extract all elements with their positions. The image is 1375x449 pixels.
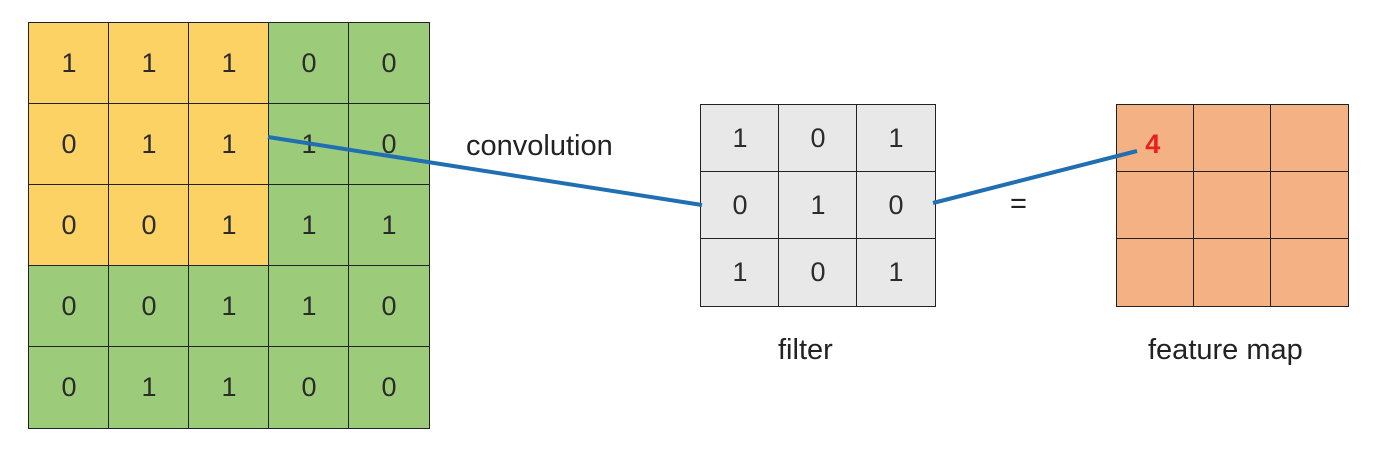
input-matrix-cell: 0 bbox=[348, 22, 430, 105]
input-matrix-cell: 0 bbox=[108, 184, 190, 267]
input-matrix-cell: 1 bbox=[188, 22, 270, 105]
feature-map-cell bbox=[1116, 171, 1195, 240]
feature-map-cell bbox=[1270, 171, 1349, 240]
input-matrix-cell: 0 bbox=[348, 346, 430, 429]
filter-matrix-cell: 1 bbox=[700, 238, 780, 307]
input-matrix-cell: 1 bbox=[188, 346, 270, 429]
convolution-label: convolution bbox=[466, 130, 613, 162]
input-matrix-cell: 0 bbox=[28, 346, 110, 429]
filter-matrix-cell: 0 bbox=[778, 238, 858, 307]
feature-map-cell bbox=[1193, 238, 1272, 307]
input-to-filter-line bbox=[267, 135, 703, 207]
input-matrix-cell: 1 bbox=[188, 265, 270, 348]
feature-map-cell bbox=[1270, 104, 1349, 173]
input-matrix-cell: 1 bbox=[268, 265, 350, 348]
filter-matrix-cell: 0 bbox=[778, 104, 858, 173]
filter-to-feature-line bbox=[932, 149, 1138, 205]
input-matrix-cell: 1 bbox=[348, 184, 430, 267]
input-matrix-cell: 0 bbox=[268, 346, 350, 429]
feature-map-cell bbox=[1193, 171, 1272, 240]
input-matrix: 1110001110001110011001100 bbox=[28, 22, 430, 429]
filter-label: filter bbox=[778, 334, 833, 366]
feature-map-label: feature map bbox=[1148, 334, 1303, 366]
feature-map-cell bbox=[1270, 238, 1349, 307]
feature-map-matrix: 4 bbox=[1116, 104, 1349, 307]
input-matrix-cell: 1 bbox=[268, 184, 350, 267]
input-matrix-cell: 0 bbox=[108, 265, 190, 348]
filter-matrix-cell: 1 bbox=[856, 238, 936, 307]
filter-matrix-cell: 1 bbox=[700, 104, 780, 173]
input-matrix-cell: 0 bbox=[348, 103, 430, 186]
equals-sign: = bbox=[1010, 188, 1027, 220]
input-matrix-cell: 1 bbox=[108, 346, 190, 429]
